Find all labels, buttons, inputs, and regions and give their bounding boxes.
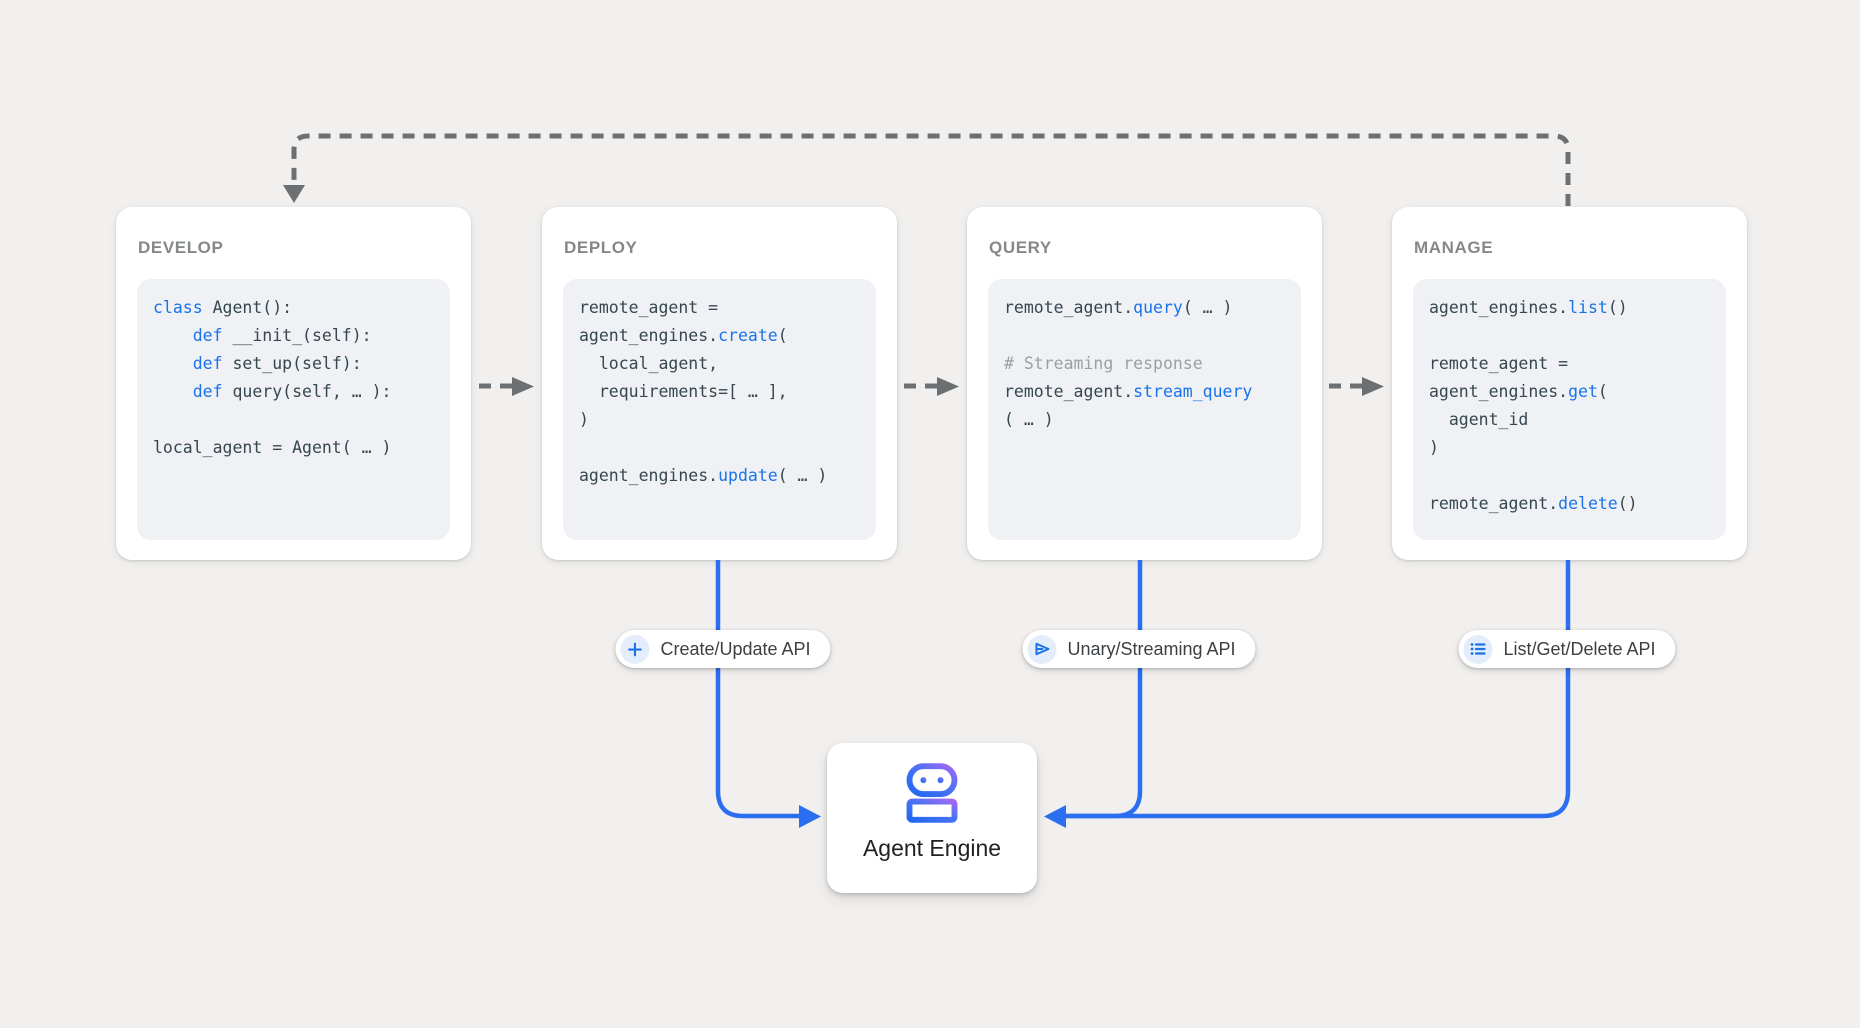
manage-to-develop-arrowhead-icon	[283, 185, 305, 203]
code-line	[1429, 322, 1710, 350]
pill-label: Create/Update API	[660, 638, 811, 659]
card-manage-code-block: agent_engines.list() remote_agent = agent…	[1413, 279, 1726, 540]
code-line: agent_engines.get(	[1429, 382, 1608, 401]
deploy-to-engine-line	[715, 560, 800, 819]
card-deploy: DEPLOY remote_agent = agent_engines.creat…	[542, 207, 897, 560]
code-line: ( … )	[1004, 410, 1054, 429]
card-develop-code-block: class Agent(): def __init_(self): def se…	[137, 279, 450, 540]
query-to-engine-line	[1066, 560, 1143, 819]
code-line: agent_engines.update( … )	[579, 466, 828, 485]
card-deploy-code-block: remote_agent = agent_engines.create( loca…	[563, 279, 876, 540]
send-icon	[1027, 634, 1057, 664]
code-line: remote_agent =	[1429, 354, 1569, 373]
code-line: def set_up(self):	[192, 354, 362, 373]
card-develop: DEVELOP class Agent(): def __init_(self)…	[116, 207, 471, 560]
pill-label: Unary/Streaming API	[1067, 638, 1236, 659]
card-query-title: QUERY	[989, 238, 1052, 257]
plus-icon	[620, 634, 650, 664]
code-line: remote_agent.stream_query	[1004, 382, 1253, 401]
card-manage-title: MANAGE	[1414, 238, 1494, 257]
card-query-code-block: remote_agent.query( … ) # Streaming resp…	[988, 279, 1301, 540]
card-query: QUERY remote_agent.query( … ) # Streamin…	[967, 207, 1322, 560]
agent-engine-label: Agent Engine	[862, 835, 1002, 861]
card-deploy-title: DEPLOY	[564, 238, 638, 257]
code-line	[1429, 462, 1710, 490]
list-get-delete-api-pill: List/Get/Delete API	[1458, 630, 1676, 668]
deploy-to-engine-arrowhead-icon	[799, 805, 821, 828]
code-line: )	[1429, 438, 1439, 457]
unary-streaming-api-pill: Unary/Streaming API	[1022, 630, 1256, 668]
robot-icon	[906, 763, 958, 823]
pill-label: List/Get/Delete API	[1503, 638, 1656, 659]
agent-engine-node: Agent Engine	[827, 743, 1037, 893]
develop-to-deploy-arrowhead-icon	[512, 377, 534, 396]
code-line: remote_agent.query( … )	[1004, 298, 1233, 317]
code-line: agent_engines.create(	[579, 326, 788, 345]
code-line: requirements=[ … ],	[579, 382, 788, 401]
code-line: class Agent():	[153, 298, 293, 317]
deploy-to-query-arrowhead-icon	[937, 377, 959, 396]
code-line: # Streaming response	[1004, 354, 1203, 373]
manage-to-develop-dashed-line	[291, 133, 1571, 206]
code-line: agent_id	[1429, 410, 1529, 429]
code-line: local_agent,	[579, 354, 719, 373]
code-line	[153, 406, 434, 434]
code-line: )	[579, 410, 589, 429]
code-line: local_agent = Agent( … )	[153, 438, 392, 457]
list-icon	[1463, 634, 1493, 664]
code-line: remote_agent.delete()	[1429, 494, 1638, 513]
card-manage: MANAGE agent_engines.list() remote_agent…	[1392, 207, 1747, 560]
card-develop-title: DEVELOP	[138, 238, 224, 257]
query-to-manage-arrowhead-icon	[1362, 377, 1384, 396]
code-line: def query(self, … ):	[192, 382, 392, 401]
code-line: remote_agent =	[579, 298, 719, 317]
code-line: def __init_(self):	[192, 326, 372, 345]
manage-to-engine-line	[1066, 560, 1571, 819]
code-line: agent_engines.list()	[1429, 298, 1628, 317]
query-manage-to-engine-arrowhead-icon	[1044, 805, 1066, 828]
code-line	[1004, 322, 1285, 350]
code-line	[579, 434, 860, 462]
create-update-api-pill: Create/Update API	[615, 630, 831, 668]
